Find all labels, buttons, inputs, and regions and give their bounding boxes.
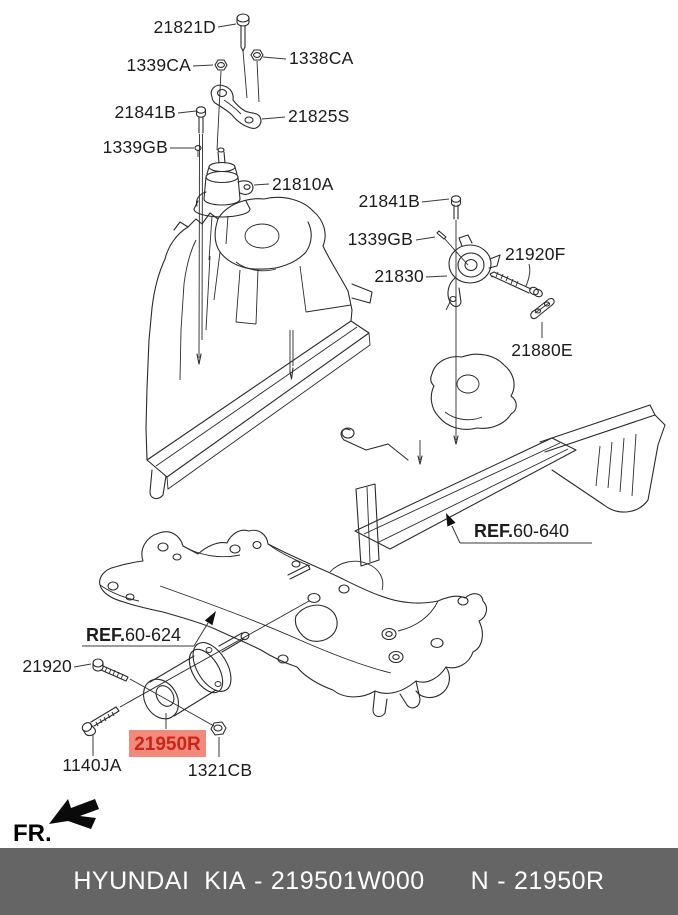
bolt-1140ja-axis-line (119, 600, 310, 708)
fr-label: FR. (13, 820, 52, 847)
footer-dash-2: - (497, 867, 507, 895)
part-label-21841b-right[interactable]: 21841B (358, 191, 420, 211)
roll-rod-insulator-21950r-icon (142, 631, 250, 720)
ref-60-640-label[interactable]: REF.60-640 (474, 521, 569, 541)
washer-1339gb-right-icon (436, 230, 469, 266)
bolt-1140ja-icon (81, 706, 120, 737)
washer-1339gb-left-icon (194, 145, 202, 157)
footer-code-prefix: N (470, 867, 490, 895)
footer-part-number: 219501W000 (270, 867, 425, 895)
bolt-21920-icon (92, 658, 129, 682)
front-direction-marker: FR. (13, 799, 99, 847)
bolt-21920-axis-line (129, 678, 215, 727)
bracket-21825s-icon (210, 84, 262, 129)
part-label-1338ca[interactable]: 1338CA (289, 48, 354, 68)
ref-60-624-leader (82, 622, 209, 647)
footer-dash: - (254, 867, 263, 895)
bolt-21841b-left-icon (195, 106, 207, 365)
nut-1321cb-icon (210, 721, 227, 736)
part-label-1339gb-right[interactable]: 1339GB (348, 229, 413, 249)
nut-1338ca-icon (250, 49, 264, 103)
leader-21821d (217, 23, 237, 28)
part-label-21920[interactable]: 21920 (22, 656, 72, 676)
footer-code: 21950R (514, 867, 605, 895)
subframe-crossmember-drawing (99, 529, 488, 718)
leader-1339ca (192, 64, 214, 67)
leader-21841b-right (421, 198, 450, 203)
side-member-left-drawing (145, 196, 373, 500)
part-label-1339gb-left[interactable]: 1339GB (103, 137, 168, 157)
part-label-1140ja[interactable]: 1140JA (62, 755, 121, 775)
part-label-21830[interactable]: 21830 (374, 266, 424, 286)
part-label-1339ca[interactable]: 1339CA (127, 55, 192, 75)
leader-1339gb-right (415, 236, 436, 241)
ref-60-624[interactable]: REF.60-624 (82, 611, 216, 647)
part-label-21825s[interactable]: 21825S (288, 106, 350, 126)
bracket-21880e-icon (530, 298, 555, 320)
leader-21825s (261, 116, 286, 120)
ref-60-624-arrowhead (204, 611, 216, 626)
parts-diagram: 21821D 1339CA 1338CA 21825S 21841B 1339G… (13, 13, 666, 847)
leader-1338ca (262, 56, 287, 60)
fr-direction-arrow-icon (49, 799, 99, 829)
nut-1339ca-icon (214, 59, 228, 151)
highlight-box[interactable] (129, 730, 206, 757)
part-label-21920f[interactable]: 21920F (505, 244, 566, 264)
bolt-21920f-icon (489, 271, 543, 298)
ref-60-640-arrowhead (446, 513, 456, 527)
leader-21810a (253, 183, 270, 186)
part-label-1321cb[interactable]: 1321CB (188, 760, 252, 780)
leader-21841b-left (177, 110, 197, 114)
leader-21920f (525, 263, 531, 287)
part-label-21810a[interactable]: 21810A (272, 174, 334, 194)
part-label-21880e[interactable]: 21880E (511, 340, 573, 360)
part-label-21821d[interactable]: 21821D (153, 17, 216, 37)
engine-mount-21810a-icon (193, 147, 254, 261)
highlighted-part-21950r[interactable]: 21950R (129, 730, 206, 757)
leader-21830 (425, 275, 448, 278)
part-label-21950r[interactable]: 21950R (134, 734, 201, 755)
part-label-21841b-left[interactable]: 21841B (114, 102, 176, 122)
ref-60-640-leader (451, 525, 592, 544)
ref-60-624-label[interactable]: REF.60-624 (86, 625, 181, 645)
leader-21920 (73, 663, 92, 668)
footer-bar: HYUNDAI KIA - 219501W000 N - 21950R (0, 848, 678, 915)
side-member-right-drawing (340, 353, 666, 567)
mount-21830-icon (445, 234, 501, 311)
footer-brand: HYUNDAI KIA (73, 867, 247, 895)
ref-60-640[interactable]: REF.60-640 (446, 513, 592, 544)
bolt-21841b-right-icon (450, 195, 462, 445)
bolt-21821d-icon (236, 13, 250, 99)
